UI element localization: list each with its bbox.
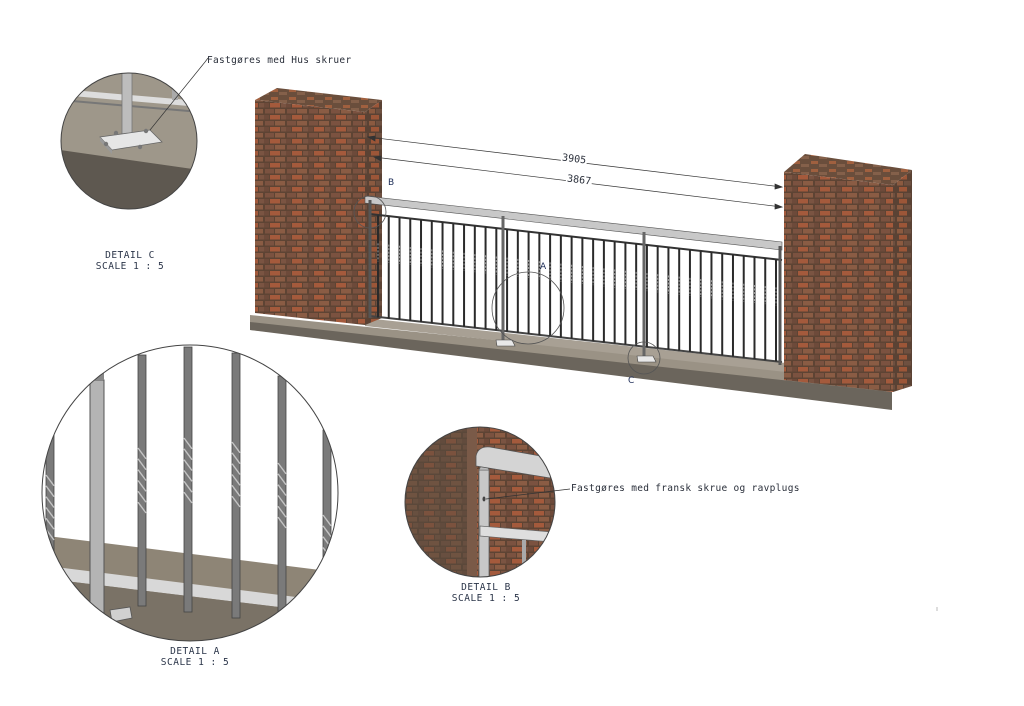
detail-a-view: [42, 345, 338, 641]
right-brick-pillar: [784, 154, 912, 392]
detail-c-view: [61, 73, 197, 209]
twisted-baluster: [45, 379, 55, 601]
concrete-base: [250, 315, 892, 410]
detail-marker-b: B: [388, 178, 395, 188]
twisted-baluster: [183, 346, 193, 613]
detail-b-note: Fastgøres med fransk skrue og ravplugs: [571, 483, 800, 494]
detail-marker-c: C: [628, 376, 635, 386]
twisted-baluster: [137, 354, 147, 607]
left-brick-pillar: [255, 88, 382, 325]
twisted-baluster: [231, 352, 241, 619]
detail-callout-circles: [353, 195, 661, 375]
detail-b-caption: DETAIL B SCALE 1 : 5: [436, 582, 536, 604]
detail-c-title: DETAIL C: [105, 250, 155, 261]
detail-c-scale: SCALE 1 : 5: [95, 261, 165, 272]
detail-b-title: DETAIL B: [461, 582, 511, 593]
detail-b-view: [405, 427, 555, 577]
detail-c-note: Fastgøres med Hus skruer: [207, 55, 352, 66]
dimension-lines: [366, 135, 784, 210]
detail-a-title: DETAIL A: [170, 646, 220, 657]
detail-a-caption: DETAIL A SCALE 1 : 5: [145, 646, 245, 668]
detail-marker-a: A: [540, 262, 547, 272]
railing: [364, 195, 783, 365]
detail-a-scale: SCALE 1 : 5: [160, 657, 230, 668]
twisted-baluster: [322, 429, 332, 631]
detail-b-scale: SCALE 1 : 5: [451, 593, 521, 604]
detail-c-caption: DETAIL C SCALE 1 : 5: [80, 250, 180, 272]
